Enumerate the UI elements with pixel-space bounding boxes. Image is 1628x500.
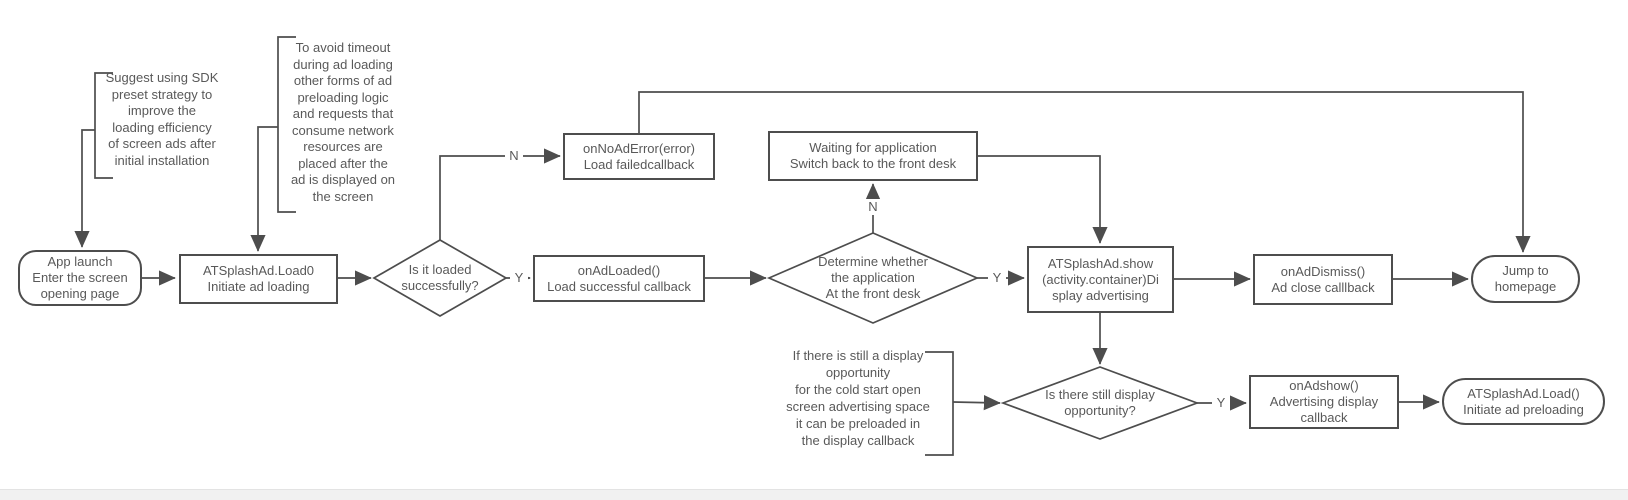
- node-on-ad-show: onAdshow() Advertising display callback: [1249, 375, 1399, 429]
- node-app-launch: App launch Enter the screen opening page: [18, 250, 142, 306]
- horizontal-scrollbar[interactable]: [0, 489, 1628, 500]
- decision-diamond-front-desk: [766, 232, 980, 324]
- node-waiting-front-desk: Waiting for application Switch back to t…: [768, 131, 978, 181]
- annotation-sdk-preset-strategy: Suggest using SDK preset strategy to imp…: [105, 70, 219, 168]
- annotation-avoid-timeout: To avoid timeout during ad loading other…: [290, 40, 396, 204]
- bracket-preload-note: [925, 351, 954, 456]
- decision-front-desk-label: Determine whether the application At the…: [818, 254, 928, 301]
- decision-diamond-loaded: [372, 239, 508, 317]
- node-initiate-ad-loading: ATSplashAd.Load0 Initiate ad loading: [179, 254, 338, 304]
- node-on-ad-dismiss: onAdDismiss() Ad close calllback: [1253, 254, 1393, 305]
- branch-label-yes-loaded: Y: [510, 270, 528, 286]
- edge-waiting-to-show: [978, 155, 1108, 244]
- branch-label-no-loaded: N: [505, 148, 523, 164]
- edge-timeout-note-to-load: [250, 126, 278, 252]
- edge-loaded-q-no-to-error: [439, 148, 561, 240]
- node-show-advertising: ATSplashAd.show (activity.container)Di s…: [1027, 246, 1174, 313]
- node-jump-homepage: Jump to homepage: [1471, 255, 1580, 303]
- edge-error-to-jump: [638, 91, 1531, 253]
- decision-loaded-label: Is it loaded successfully?: [401, 262, 479, 293]
- branch-label-no-front-desk: N: [864, 199, 882, 215]
- edge-sdk-note-to-app-launch: [74, 129, 95, 248]
- node-on-ad-loaded: onAdLoaded() Load successful callback: [533, 255, 705, 302]
- branch-label-yes-display: Y: [1212, 395, 1230, 411]
- bracket-timeout-note: [277, 36, 296, 213]
- edge-preload-note-to-display-q: [952, 395, 1001, 411]
- decision-display-opportunity-label: Is there still display opportunity?: [1045, 387, 1155, 418]
- branch-label-yes-front-desk: Y: [988, 270, 1006, 286]
- annotation-preload-in-callback: If there is still a display opportunity …: [786, 348, 930, 448]
- node-on-no-ad-error: onNoAdError(error) Load failedcallback: [563, 133, 715, 180]
- node-initiate-ad-preloading: ATSplashAd.Load() Initiate ad preloading: [1442, 378, 1605, 425]
- bracket-sdk-note: [94, 72, 113, 179]
- decision-diamond-display-opportunity: [1000, 366, 1200, 440]
